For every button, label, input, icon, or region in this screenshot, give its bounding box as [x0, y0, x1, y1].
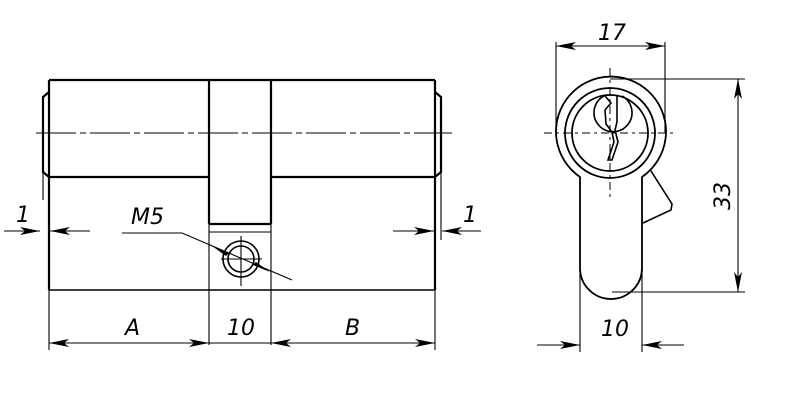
cam-slot [207, 78, 273, 345]
side-view [544, 68, 676, 300]
dim-left-chamfer: 1 [4, 203, 90, 235]
dim-label-right-chamfer: 1 [463, 203, 477, 228]
dim-label-cam-width: 10 [227, 316, 255, 341]
keyway-slot-icon [604, 95, 619, 161]
screw-hole [221, 236, 262, 286]
dim-bottom-row: A 10 B [48, 290, 436, 350]
dim-label-left-chamfer: 1 [16, 203, 30, 228]
dim-label-screw-thread: M5 [131, 205, 164, 230]
dim-label-length-a: A [123, 316, 140, 341]
front-dimensions: 1 1 M5 A 10 B [4, 203, 481, 350]
dim-label-diameter: 17 [598, 21, 626, 46]
front-view [36, 78, 452, 345]
dim-diameter: 17 [555, 21, 666, 133]
dim-screw-thread: M5 [122, 205, 293, 281]
dim-profile-width: 10 [537, 268, 684, 352]
dim-right-chamfer: 1 [393, 203, 481, 235]
dim-label-length-b: B [345, 316, 360, 341]
side-dimensions: 17 33 10 [537, 21, 745, 352]
keyway-circle [593, 95, 633, 133]
dim-height: 33 [610, 78, 745, 293]
cylinder-body [41, 78, 443, 291]
dim-label-height: 33 [711, 182, 736, 210]
dim-label-profile-width: 10 [601, 317, 629, 342]
cam-lever [642, 170, 673, 224]
